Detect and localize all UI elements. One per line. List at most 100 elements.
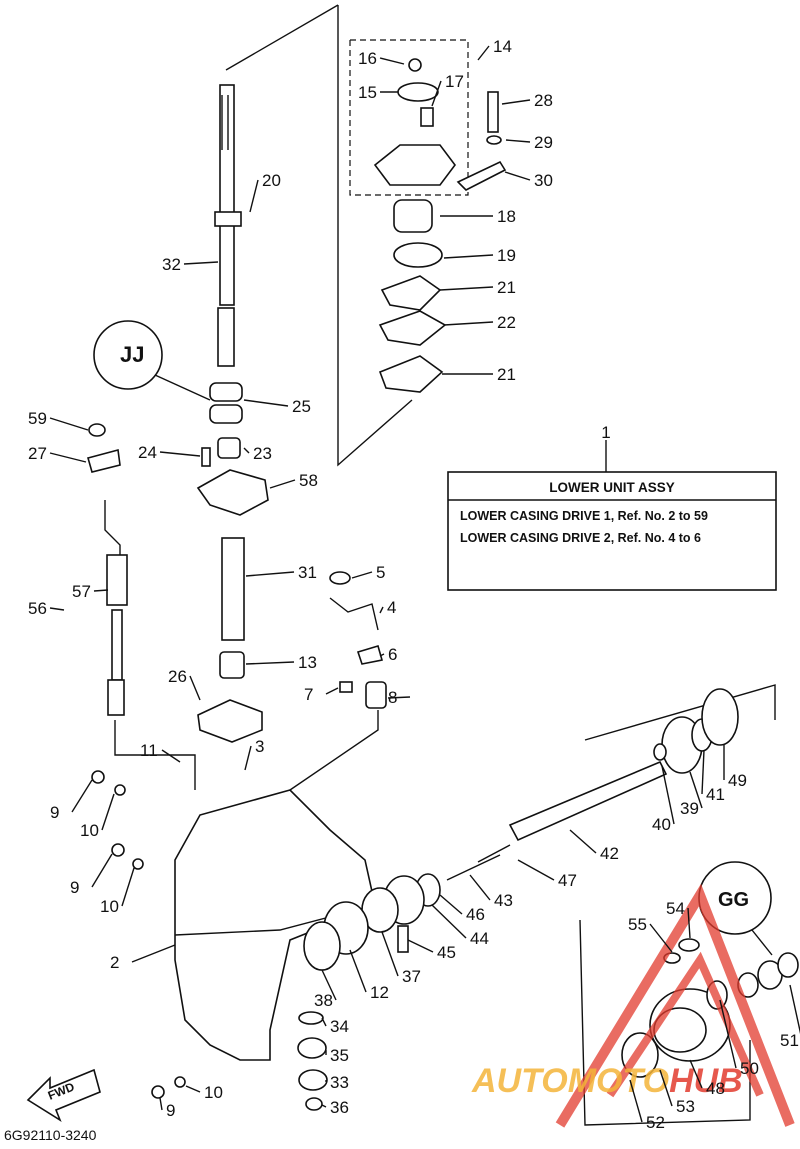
- leader-line-10: [101, 793, 115, 831]
- part-label-9: 9: [50, 803, 59, 822]
- part-label-56: 56: [28, 599, 47, 618]
- leader-line-34: [321, 1017, 327, 1027]
- leader-line-7: [325, 687, 339, 695]
- leader-line-43: [469, 874, 491, 901]
- leader-line-17: [431, 80, 442, 107]
- part-label-57: 57: [72, 582, 91, 601]
- part-label-52: 52: [646, 1113, 665, 1132]
- pump-housing-23: [196, 437, 269, 516]
- part-label-38: 38: [314, 991, 333, 1010]
- part-label-39: 39: [680, 799, 699, 818]
- part-label-33: 33: [330, 1073, 349, 1092]
- part-label-12: 12: [370, 983, 389, 1002]
- leader-line-4: [379, 606, 384, 614]
- water-tube: [329, 571, 387, 709]
- watermark-text: AUTOMOTOHUB: [471, 1062, 743, 1100]
- leader-line-48: [689, 1059, 703, 1089]
- jj-callout-label: JJ: [120, 342, 144, 367]
- part-label-51: 51: [780, 1031, 799, 1050]
- part-label-45: 45: [437, 943, 456, 962]
- fwd-arrow-icon: [26, 1068, 101, 1122]
- leader-line-29: [505, 139, 531, 143]
- leader-line-51: [789, 984, 800, 1035]
- pinion-parts: [297, 1011, 328, 1111]
- part-label-49: 49: [728, 771, 747, 790]
- part-label-10: 10: [80, 821, 99, 840]
- leader-line-45: [407, 939, 434, 953]
- leader-line-6: [379, 653, 385, 657]
- leader-line-9: [159, 1097, 163, 1111]
- leader-line-21: [439, 286, 494, 291]
- jj-callout: [93, 320, 211, 401]
- part-label-55: 55: [628, 915, 647, 934]
- leader-line-23: [243, 447, 250, 454]
- part-label-27: 27: [28, 444, 47, 463]
- leader-line-47: [517, 859, 555, 881]
- part-label-25: 25: [292, 397, 311, 416]
- part-label-34: 34: [330, 1017, 349, 1036]
- part-label-26: 26: [168, 667, 187, 686]
- frame-line-mid: [337, 5, 413, 467]
- leader-line-28: [501, 99, 531, 105]
- gears: [303, 688, 739, 971]
- tube-parts: [197, 537, 263, 743]
- leader-line-52: [629, 1079, 643, 1123]
- frame-line-gear: [584, 684, 776, 741]
- leader-line-30: [504, 171, 531, 181]
- leader-line-37: [381, 931, 399, 977]
- part-label-20: 20: [262, 171, 281, 190]
- leader-line-56: [49, 607, 65, 611]
- part-label-21: 21: [497, 365, 516, 384]
- leader-line-54: [687, 907, 691, 939]
- part-label-6: 6: [388, 645, 397, 664]
- shift-rod: [87, 423, 128, 716]
- part-label-22: 22: [497, 313, 516, 332]
- leader-line-44: [431, 904, 467, 939]
- watermark-part-2: HUB: [669, 1062, 743, 1100]
- leader-line-27: [49, 452, 87, 463]
- part-label-10: 10: [204, 1083, 223, 1102]
- part-label-50: 50: [740, 1059, 759, 1078]
- part-label-16: 16: [358, 49, 377, 68]
- frame-line-left: [225, 4, 339, 71]
- propeller-shaft: [446, 760, 668, 881]
- leader-line-39: [689, 771, 703, 809]
- leader-line-32: [183, 261, 219, 265]
- leader-line-59: [49, 417, 89, 431]
- part-label-58: 58: [299, 471, 318, 490]
- part-label-13: 13: [298, 653, 317, 672]
- assembly-line-2: LOWER CASING DRIVE 2, Ref. No. 4 to 6: [460, 531, 701, 545]
- part-label-23: 23: [253, 444, 272, 463]
- part-label-5: 5: [376, 563, 385, 582]
- part-label-7: 7: [304, 685, 313, 704]
- part-label-36: 36: [330, 1098, 349, 1117]
- part-label-9: 9: [166, 1101, 175, 1120]
- frame-line-case-right: [289, 710, 379, 791]
- leader-line-10: [185, 1085, 201, 1093]
- leader-line-36: [321, 1104, 327, 1108]
- leader-line-8: [387, 696, 411, 699]
- assembly-line-1: LOWER CASING DRIVE 1, Ref. No. 2 to 59: [460, 509, 708, 523]
- leader-line-2: [131, 944, 176, 963]
- leader-line-3: [244, 745, 252, 771]
- part-label-46: 46: [466, 905, 485, 924]
- part-label-48: 48: [706, 1079, 725, 1098]
- part-label-8: 8: [388, 688, 397, 707]
- leader-line-31: [245, 571, 295, 577]
- leader-line-26: [189, 675, 201, 701]
- part-label-31: 31: [298, 563, 317, 582]
- watermark-logo: [555, 883, 795, 1128]
- leader-line-9: [71, 779, 93, 813]
- watermark-part-1: AUTOMOTO: [471, 1062, 669, 1100]
- part-label-14: 14: [493, 37, 512, 56]
- part-label-30: 30: [534, 171, 553, 190]
- leader-line-14: [477, 45, 490, 61]
- bearing-25: [209, 382, 243, 424]
- water-pump-kit-box: [349, 39, 469, 196]
- part-label-9: 9: [70, 878, 79, 897]
- part-label-59: 59: [28, 409, 47, 428]
- part-label-40: 40: [652, 815, 671, 834]
